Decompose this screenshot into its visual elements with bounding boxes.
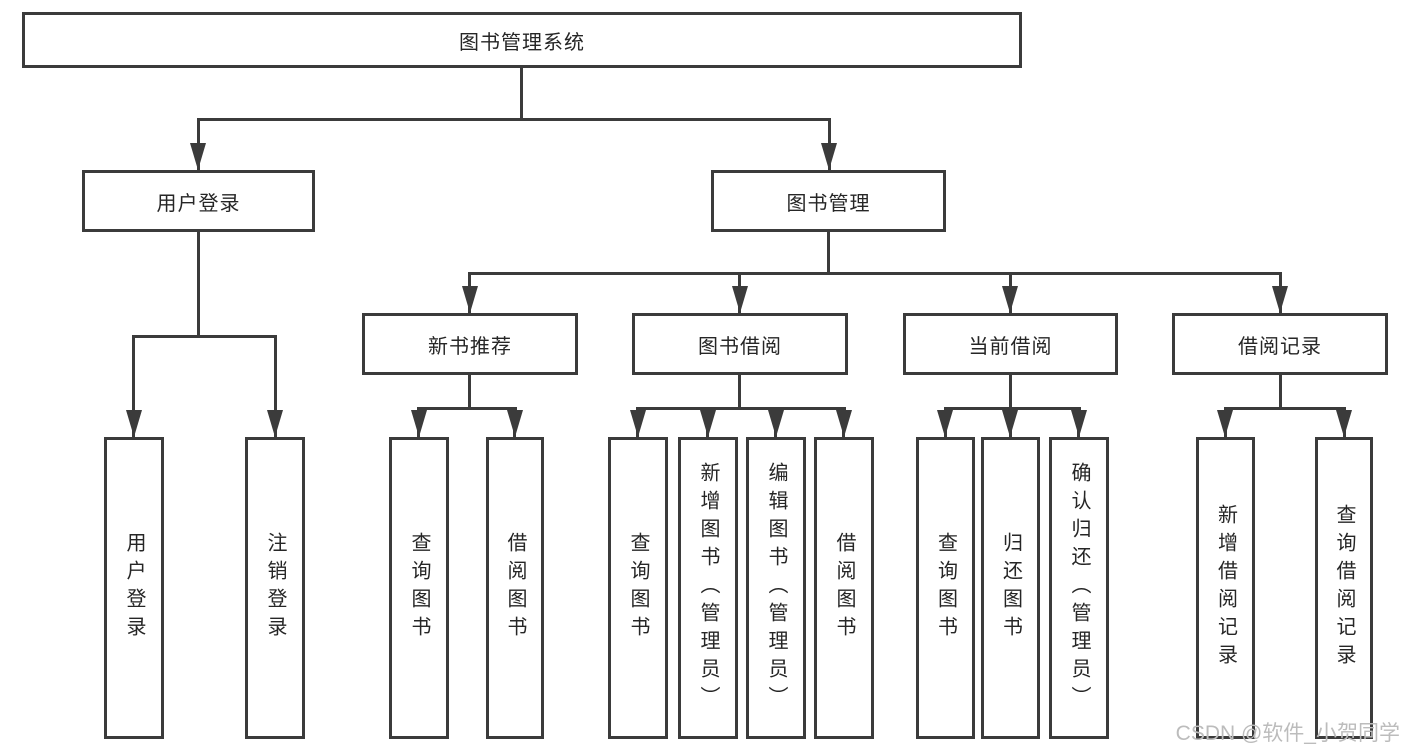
node-new-book-recommend: 新书推荐 bbox=[362, 313, 578, 375]
leaf-record-query-borrow-record: 查询借阅记录 bbox=[1315, 437, 1373, 739]
leaf-logout-login: 注销登录 bbox=[245, 437, 305, 739]
leaf-user-login: 用户登录 bbox=[104, 437, 164, 739]
leaf-current-confirm-return-admin: 确认归还（管理员） bbox=[1049, 437, 1109, 739]
connector-line bbox=[636, 407, 846, 410]
connector-line bbox=[520, 68, 523, 118]
connector-line bbox=[738, 375, 741, 407]
arrow-down-icon bbox=[462, 286, 478, 313]
connector-line bbox=[132, 335, 277, 338]
connector-line bbox=[1224, 407, 1346, 410]
leaf-borrow-query-book: 查询图书 bbox=[608, 437, 668, 739]
node-root-system: 图书管理系统 bbox=[22, 12, 1022, 68]
node-current-borrow: 当前借阅 bbox=[903, 313, 1118, 375]
leaf-borrow-borrow-book: 借阅图书 bbox=[814, 437, 874, 739]
connector-line bbox=[1279, 375, 1282, 407]
connector-line bbox=[944, 407, 1081, 410]
connector-line bbox=[468, 272, 1282, 275]
arrow-down-icon bbox=[836, 410, 852, 437]
arrow-down-icon bbox=[1002, 286, 1018, 313]
arrow-down-icon bbox=[190, 143, 206, 170]
leaf-borrow-add-book-admin: 新增图书（管理员） bbox=[678, 437, 738, 739]
node-borrow-record: 借阅记录 bbox=[1172, 313, 1388, 375]
connector-line bbox=[197, 118, 831, 121]
arrow-down-icon bbox=[1217, 410, 1233, 437]
leaf-newbook-query-book: 查询图书 bbox=[389, 437, 449, 739]
leaf-current-query-book: 查询图书 bbox=[916, 437, 975, 739]
arrow-down-icon bbox=[1272, 286, 1288, 313]
connector-line bbox=[132, 335, 135, 437]
leaf-current-return-book: 归还图书 bbox=[981, 437, 1040, 739]
leaf-record-add-borrow-record: 新增借阅记录 bbox=[1196, 437, 1255, 739]
node-book-management: 图书管理 bbox=[711, 170, 946, 232]
connector-line bbox=[274, 335, 277, 437]
arrow-down-icon bbox=[1002, 410, 1018, 437]
arrow-down-icon bbox=[630, 410, 646, 437]
arrow-down-icon bbox=[821, 143, 837, 170]
arrow-down-icon bbox=[937, 410, 953, 437]
arrow-down-icon bbox=[126, 410, 142, 437]
node-book-borrow: 图书借阅 bbox=[632, 313, 848, 375]
arrow-down-icon bbox=[1336, 410, 1352, 437]
arrow-down-icon bbox=[267, 410, 283, 437]
arrow-down-icon bbox=[507, 410, 523, 437]
connector-line bbox=[1009, 375, 1012, 407]
arrow-down-icon bbox=[1071, 410, 1087, 437]
arrow-down-icon bbox=[768, 410, 784, 437]
connector-line bbox=[468, 375, 471, 407]
leaf-borrow-edit-book-admin: 编辑图书（管理员） bbox=[746, 437, 806, 739]
connector-line bbox=[197, 232, 200, 335]
leaf-newbook-borrow-book: 借阅图书 bbox=[486, 437, 544, 739]
connector-line bbox=[417, 407, 517, 410]
arrow-down-icon bbox=[411, 410, 427, 437]
connector-line bbox=[827, 232, 830, 272]
csdn-watermark: CSDN @软件_小贺同学 bbox=[1175, 722, 1400, 745]
arrow-down-icon bbox=[732, 286, 748, 313]
arrow-down-icon bbox=[700, 410, 716, 437]
node-user-login: 用户登录 bbox=[82, 170, 315, 232]
